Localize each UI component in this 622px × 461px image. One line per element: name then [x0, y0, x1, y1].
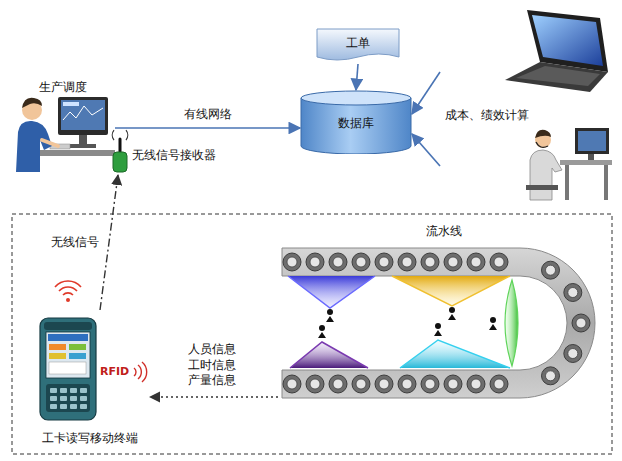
- node-label: 成本、绩效计算: [445, 108, 529, 123]
- node-label: 工单: [346, 36, 370, 51]
- data-arrow: [412, 72, 440, 114]
- edge-label: 无线信号: [49, 235, 101, 251]
- handheld-terminal: [40, 318, 96, 420]
- node-label: 无线信号接收器: [132, 148, 216, 163]
- rfid-handheld-terminal: RFID 工卡读写移动终端: [30, 310, 150, 450]
- wired-network-arrow: [115, 127, 300, 129]
- edge-label: 有线网络: [182, 107, 234, 123]
- receiver-icon: [112, 130, 128, 172]
- node-label: RFID: [100, 365, 129, 379]
- data-arrow: [412, 134, 440, 166]
- node-label: 流水线: [426, 224, 462, 239]
- node-caption: 工卡读写移动终端: [42, 431, 138, 446]
- flow-arrow: [356, 64, 358, 90]
- region-outline: [12, 214, 612, 454]
- edge-label: 人员信息 工时信息 产量信息: [186, 342, 242, 389]
- database-cylinder: 数据库: [300, 90, 412, 154]
- conveyor-band: [282, 248, 595, 398]
- rfid-waves: [134, 362, 147, 382]
- info-collect-arrow: [150, 396, 278, 397]
- cost-performance-station: 成本、绩效计算: [440, 5, 618, 205]
- wireless-signal-arrow: [100, 175, 118, 310]
- scheduler-figure: [16, 97, 115, 172]
- wireless-symbol: [55, 281, 81, 302]
- assembly-line: 流水线: [278, 222, 610, 422]
- keypad: [50, 388, 87, 409]
- work-order-doc: 工单: [316, 28, 400, 64]
- laptop-icon: [505, 10, 608, 92]
- wireless-receiver: 无线信号接收器: [110, 135, 228, 175]
- node-label: 生产调度: [39, 80, 87, 95]
- scheduler-station: 生产调度: [10, 78, 115, 175]
- conveyor-rollers: [283, 253, 590, 393]
- work-stations: [288, 276, 518, 368]
- node-label: 数据库: [338, 116, 374, 131]
- desk-worker-icon: [526, 128, 612, 200]
